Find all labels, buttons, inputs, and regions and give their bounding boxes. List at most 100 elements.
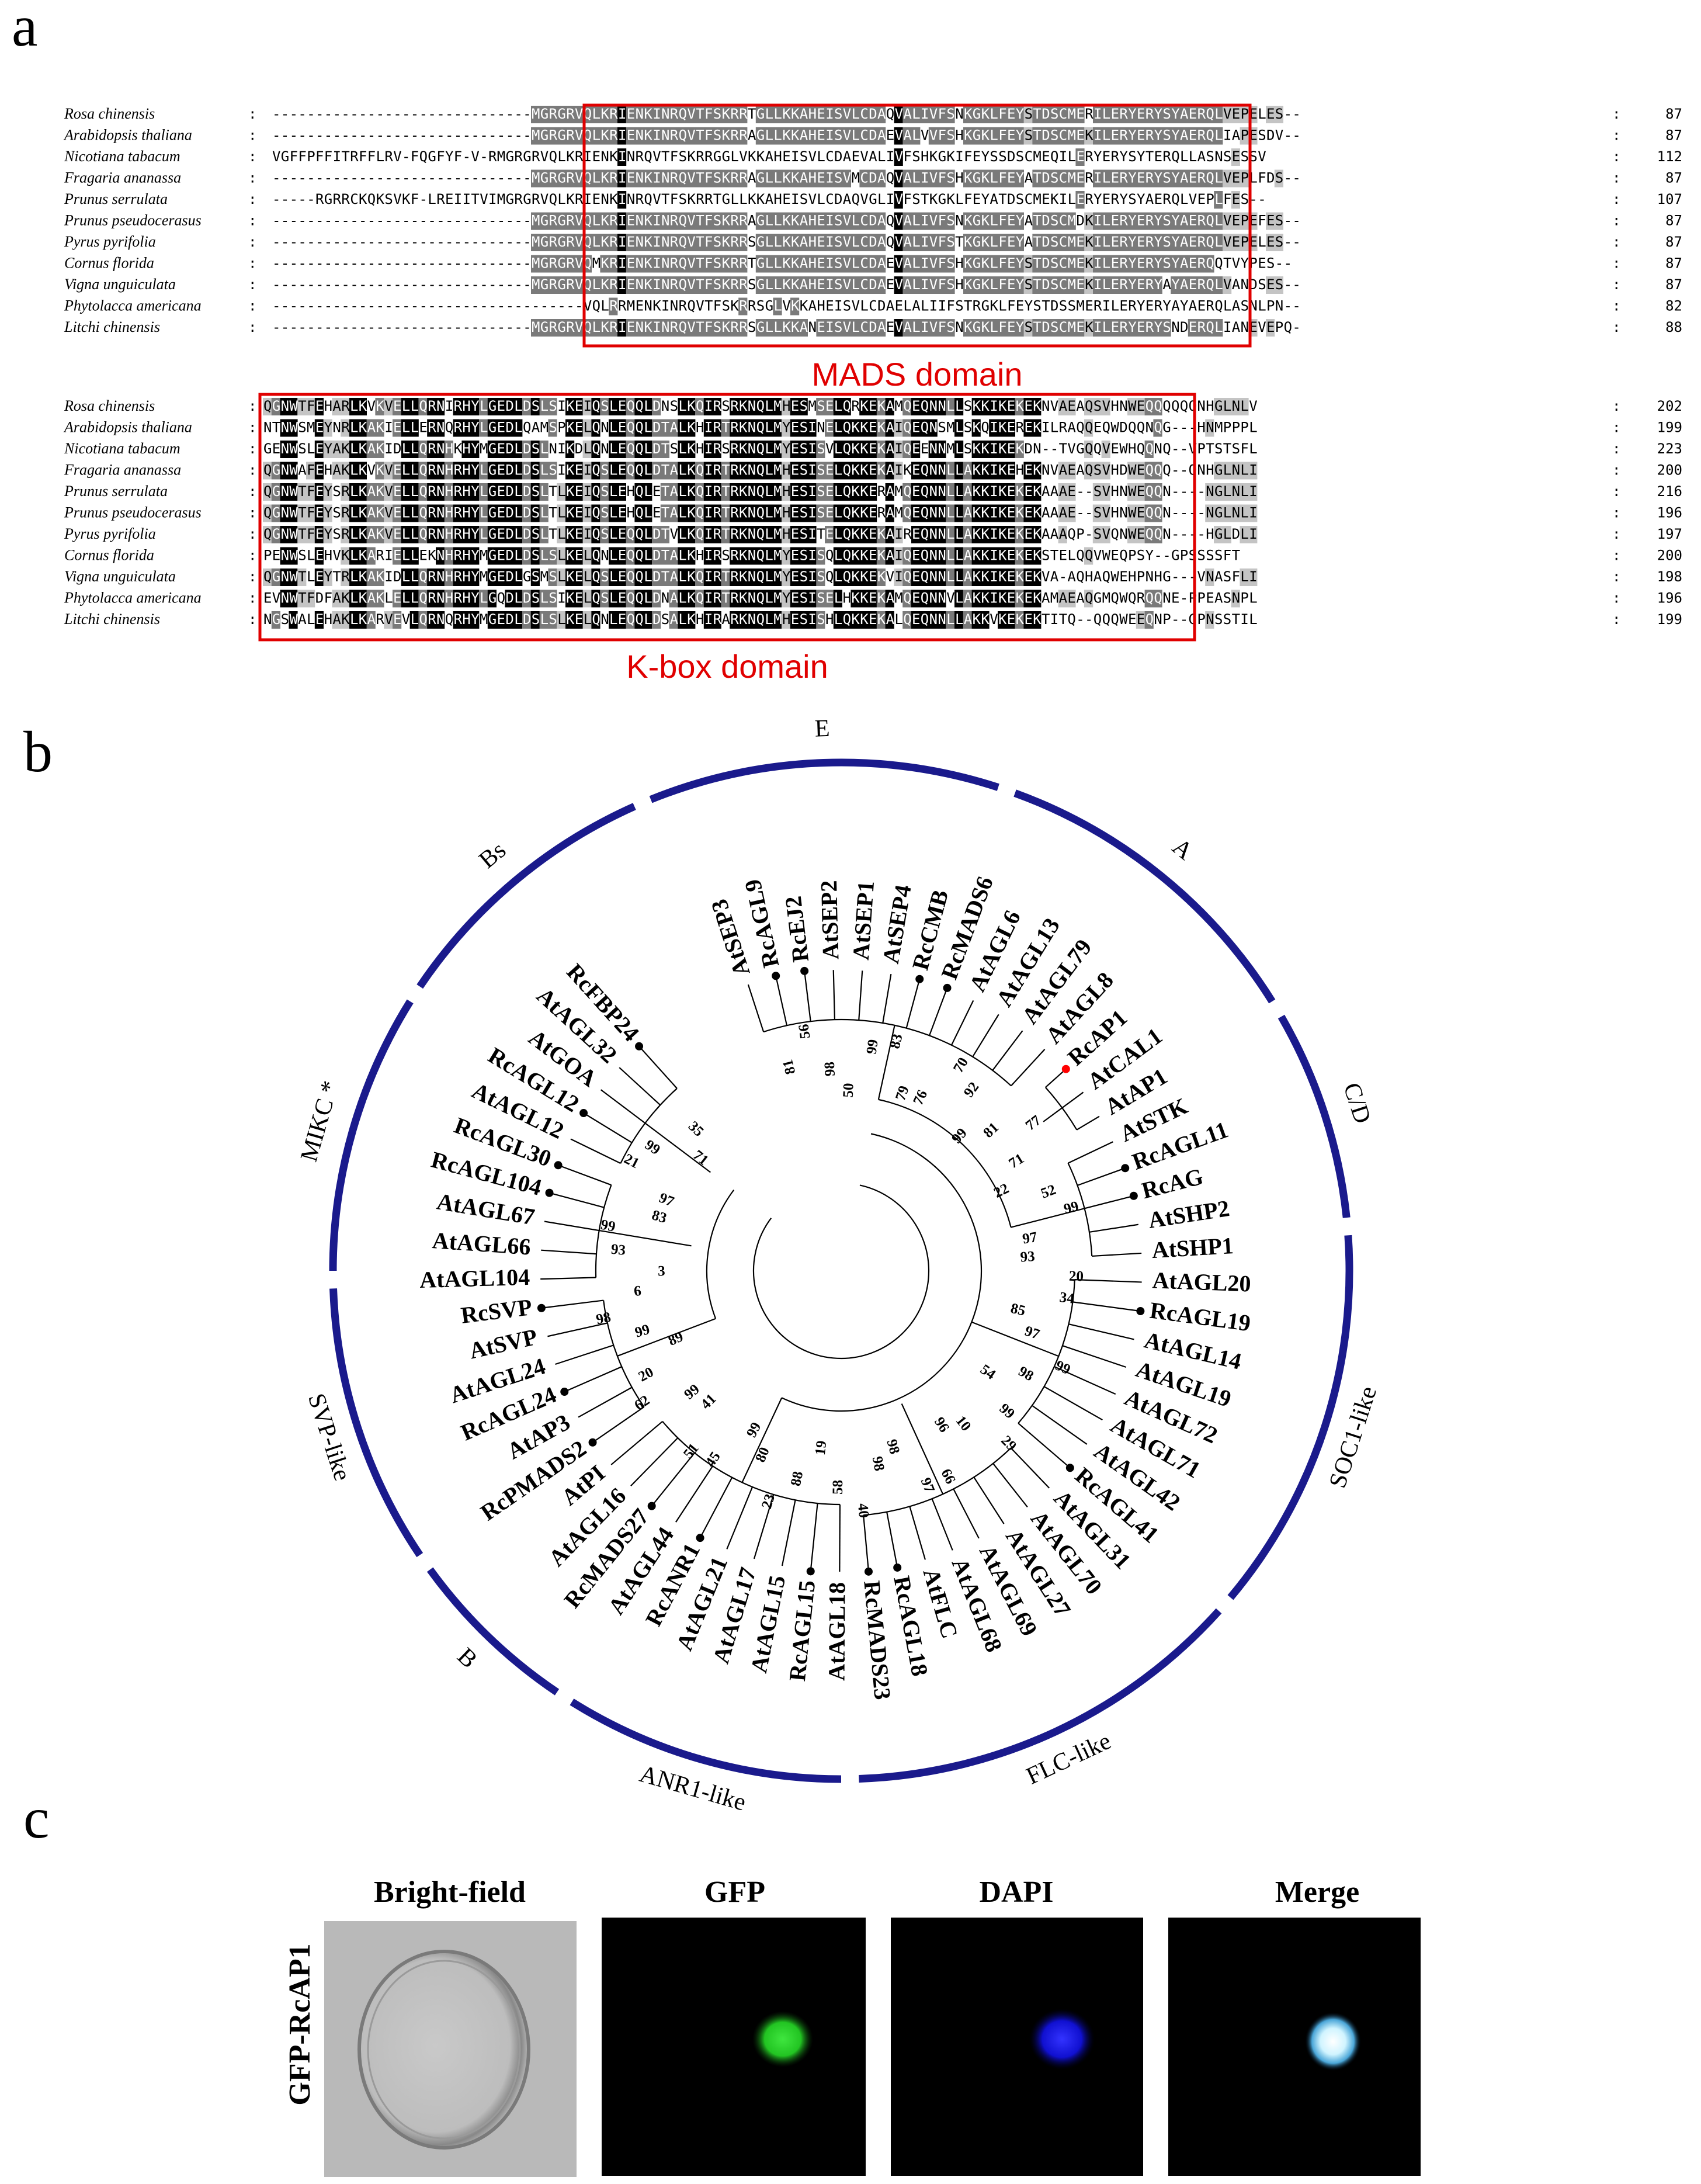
sequence-text: ------------------------------MGRGRVQLKR… bbox=[272, 127, 1301, 144]
residue-count: 198 bbox=[1657, 568, 1682, 585]
residue-count: 87 bbox=[1665, 255, 1682, 272]
leaf-branch bbox=[570, 1138, 621, 1164]
bootstrap-value: 98 bbox=[869, 1455, 887, 1472]
leaf-branch bbox=[1018, 1423, 1070, 1468]
image-bright-field bbox=[324, 1921, 577, 2177]
clade-stem bbox=[599, 1230, 692, 1247]
clade-bar bbox=[859, 1608, 1222, 1783]
separator: : bbox=[1612, 234, 1620, 250]
separator: : bbox=[1612, 526, 1620, 542]
localization-panel: Bright-field GFP DAPI Merge GFP-RcAP1 bbox=[283, 1876, 1421, 2177]
conservation-shading bbox=[609, 297, 800, 316]
residue-count: 199 bbox=[1657, 611, 1682, 628]
species-name: Nicotiana tabacum bbox=[64, 148, 180, 165]
conservation-shading bbox=[531, 255, 1214, 273]
leaf-branch bbox=[584, 1113, 633, 1143]
leaf-branch bbox=[810, 1503, 818, 1571]
conservation-shading bbox=[263, 462, 1258, 480]
k-box-domain-label: K-box domain bbox=[626, 648, 828, 685]
species-name: Fragaria ananassa bbox=[64, 169, 181, 186]
leaf-branch bbox=[544, 1221, 599, 1232]
species-name: Vigna unguiculata bbox=[64, 276, 176, 293]
col-title-bright-field: Bright-field bbox=[374, 1876, 526, 1909]
rc-marker-dot bbox=[579, 1109, 588, 1118]
residue-count: 87 bbox=[1665, 234, 1682, 250]
leaf-branch bbox=[542, 1299, 604, 1309]
rc-marker-dot bbox=[864, 1567, 873, 1576]
bootstrap-value: 99 bbox=[599, 1217, 617, 1235]
sequence-text: ------------------------------MGRGRVQLKR… bbox=[272, 106, 1301, 122]
leaf-branch bbox=[832, 970, 836, 1020]
separator: : bbox=[248, 505, 256, 521]
leaf-branch bbox=[905, 980, 920, 1029]
col-title-merge: Merge bbox=[1275, 1876, 1359, 1909]
clade-bar bbox=[426, 1567, 560, 1696]
rc-marker-dot bbox=[696, 1534, 704, 1542]
leaf-branch bbox=[1010, 1447, 1050, 1489]
species-name: Arabidopsis thaliana bbox=[63, 419, 192, 436]
leaf-branch bbox=[726, 1486, 754, 1549]
conservation-shading bbox=[263, 504, 1258, 522]
leaf-branch bbox=[909, 1506, 926, 1560]
bootstrap-value: 40 bbox=[855, 1503, 872, 1519]
separator: : bbox=[248, 276, 256, 293]
conservation-shading bbox=[617, 148, 1240, 166]
leaf-branch bbox=[600, 1089, 646, 1124]
leaf-branch bbox=[1072, 1301, 1140, 1312]
separator: : bbox=[248, 483, 256, 500]
leaf-branch bbox=[1032, 1405, 1088, 1445]
species-name: Cornus florida bbox=[64, 547, 154, 564]
bootstrap-value: 85 bbox=[1009, 1301, 1027, 1319]
species-name: Arabidopsis thaliana bbox=[63, 127, 192, 144]
rc-marker-dot bbox=[772, 972, 780, 980]
sequence-text: NGSWALEHAKLKARVEVLQRNQRHYMGEDLDSLSLKELQN… bbox=[263, 611, 1258, 628]
conservation-shading bbox=[531, 276, 1283, 294]
residue-count: 87 bbox=[1665, 276, 1682, 293]
leaf-branch bbox=[1074, 1279, 1142, 1283]
rc-marker-dot bbox=[537, 1304, 546, 1312]
leaf-branch bbox=[804, 972, 811, 1022]
panel-label-c: c bbox=[23, 1786, 49, 1850]
leaf-branch bbox=[1011, 1049, 1046, 1087]
conservation-shading bbox=[271, 611, 1214, 629]
rc-marker-dot bbox=[806, 1567, 815, 1576]
bootstrap-value: 93 bbox=[610, 1242, 626, 1259]
bootstrap-value: 34 bbox=[1058, 1289, 1075, 1307]
separator: : bbox=[248, 441, 256, 457]
rc-marker-dot bbox=[588, 1438, 597, 1447]
sequence-text: PENWSLEHVKLKARIELLEKNHRHYMGEDLDSLSLKELQN… bbox=[263, 547, 1240, 564]
residue-count: 87 bbox=[1665, 127, 1682, 144]
leaf-branch bbox=[1089, 1223, 1139, 1233]
separator: : bbox=[248, 547, 256, 564]
leaf-branch bbox=[973, 1476, 1005, 1524]
leaf-branch bbox=[1062, 1345, 1127, 1368]
clade-stem bbox=[741, 1397, 783, 1483]
leaf-branch bbox=[1043, 1386, 1103, 1421]
clade-stem bbox=[1043, 1107, 1063, 1122]
clade-stem bbox=[1011, 1208, 1085, 1228]
clade-bar bbox=[329, 1288, 423, 1558]
sequence-text: EVNWTFDFAKLKAKLELLQRNHRHYLGQDLDSLSIKELQS… bbox=[263, 590, 1258, 606]
residue-count: 112 bbox=[1657, 148, 1682, 165]
conservation-shading bbox=[531, 127, 1258, 145]
separator: : bbox=[1612, 505, 1620, 521]
separator: : bbox=[248, 611, 256, 628]
separator: : bbox=[248, 255, 256, 272]
sequence-text: ------------------------------------VQLR… bbox=[272, 298, 1301, 314]
leaf-label: AtAGL20 bbox=[1152, 1267, 1251, 1296]
rc-marker-dot bbox=[1136, 1307, 1145, 1316]
leaf-branch bbox=[547, 1322, 608, 1337]
bootstrap-value: 56 bbox=[796, 1023, 813, 1040]
leaf-branch bbox=[610, 1420, 663, 1465]
clade-arc bbox=[595, 1184, 612, 1278]
separator: : bbox=[248, 298, 256, 314]
leaf-branch bbox=[863, 1515, 869, 1571]
conservation-shading bbox=[280, 547, 1094, 565]
sequence-text: -----RGRRCKQKSVKF-LREIITVIMGRGRVQLKRIENK… bbox=[272, 191, 1266, 207]
leaf-branch bbox=[992, 1463, 1028, 1508]
image-dapi bbox=[891, 1918, 1143, 2176]
residue-count: 87 bbox=[1665, 106, 1682, 122]
residue-count: 107 bbox=[1657, 191, 1682, 207]
rc-marker-dot bbox=[635, 1042, 644, 1051]
